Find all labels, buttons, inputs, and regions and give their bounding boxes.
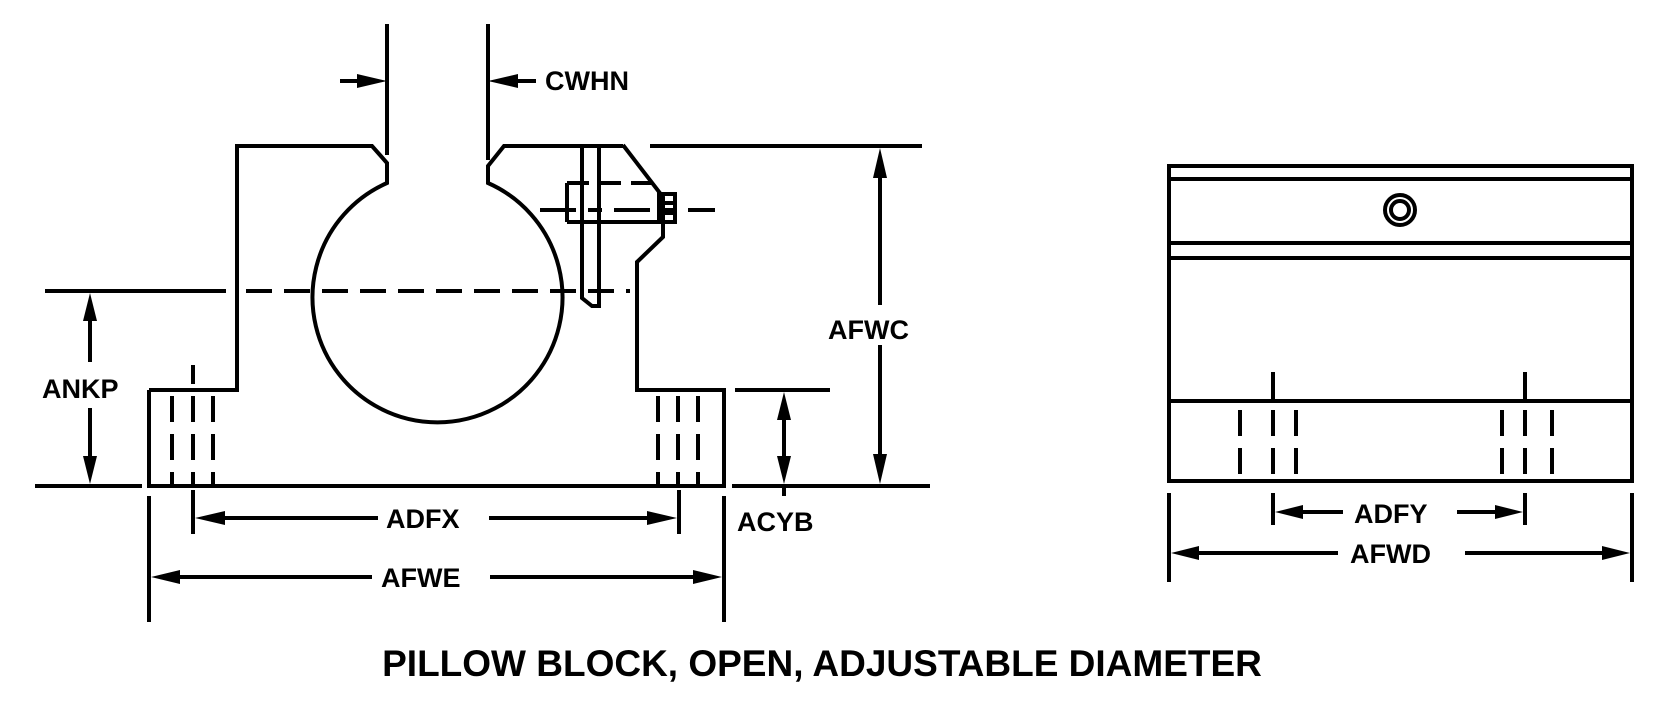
set-screw-outer-icon [1383,193,1417,227]
adfx-arrow-right [647,511,677,525]
ankp-arrow-up [83,293,97,321]
right-bolt-hole-hidden [656,396,700,486]
side-left-bolt-hidden [1238,410,1298,481]
cwhn-arrow-left [357,74,387,88]
clamp-slit [580,146,601,308]
label-afwe: AFWE [381,563,460,593]
side-extension-lines [1167,493,1634,582]
label-afwd: AFWD [1350,539,1431,569]
label-acyb: ACYB [737,507,814,537]
side-bolt-center-ticks [1271,372,1527,401]
side-right-bolt-hidden [1500,410,1554,481]
acyb-arrow-up [777,392,791,420]
label-adfx: ADFX [386,504,460,534]
label-cwhn: CWHN [545,66,629,96]
adfy-arrow-right [1495,505,1523,519]
label-adfy: ADFY [1354,499,1428,529]
adfx-arrow-left [195,511,225,525]
side-cap-lines [1169,177,1632,403]
extension-lines [35,24,930,622]
acyb-arrow-down [777,456,791,484]
adfy-arrow-left [1275,505,1303,519]
side-view: ADFY AFWD [1167,164,1634,582]
ankp-arrow-down [83,456,97,484]
afwd-arrow-right [1602,546,1630,560]
label-afwc: AFWC [828,315,909,345]
afwd-arrow-left [1171,546,1199,560]
cwhn-arrow-right [488,74,518,88]
left-bolt-hole-hidden [170,396,215,486]
set-screw-inner-icon [1389,199,1411,221]
label-ankp: ANKP [42,374,119,404]
afwc-arrow-up [873,148,887,178]
front-view: CWHN AFWC ANKP ACYB ADFX AFWE [35,24,930,622]
side-body-outline [1167,164,1634,483]
afwc-arrow-down [873,454,887,484]
clamp-screw-head [565,183,677,224]
drawing-title: PILLOW BLOCK, OPEN, ADJUSTABLE DIAMETER [382,643,1262,684]
afwe-arrow-right [693,570,722,584]
front-body-outline [147,143,726,488]
afwe-arrow-left [151,570,180,584]
